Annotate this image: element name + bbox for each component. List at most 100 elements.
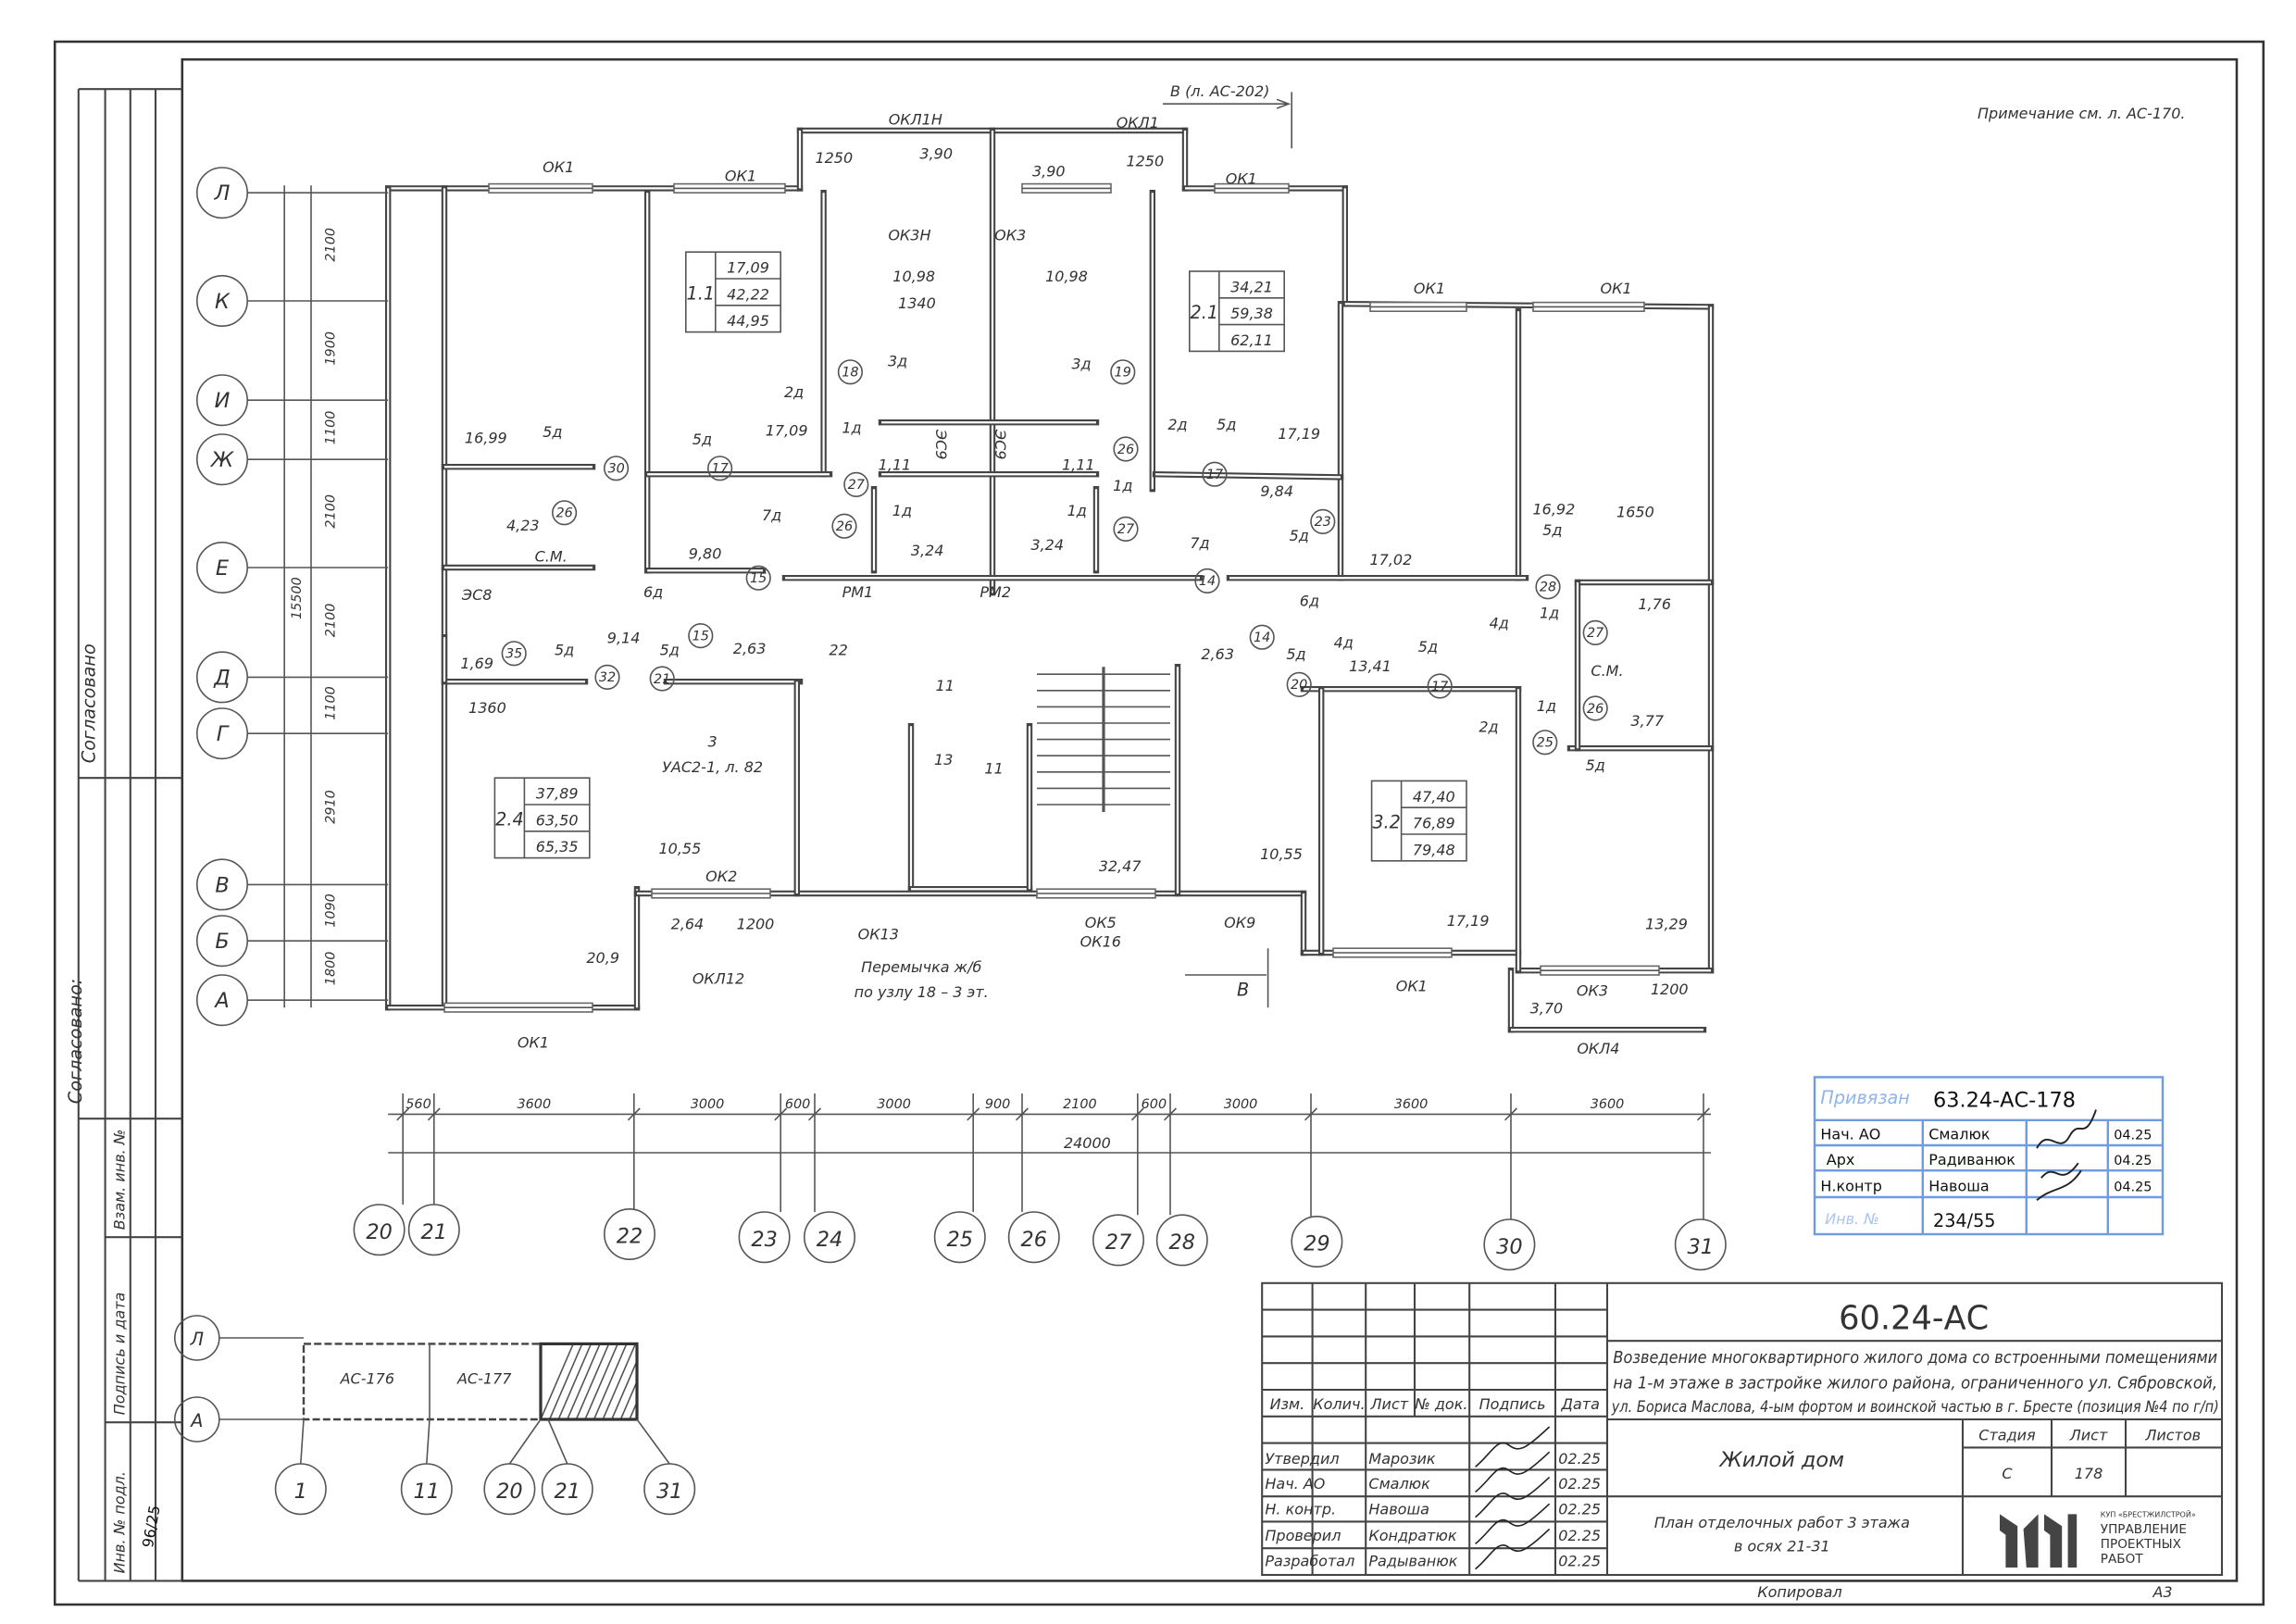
door-mark-label: 26: [1117, 443, 1134, 457]
stamp-name: Навоша: [1928, 1178, 1990, 1195]
org-line: РАБОТ: [2101, 1552, 2144, 1567]
apartment-box: [1370, 780, 1467, 862]
plan-label: 22: [829, 641, 847, 658]
door-mark-circle: [707, 456, 733, 481]
dimension-label: 600: [785, 1097, 810, 1112]
sign-date-label: Подпись и дата: [110, 1293, 128, 1416]
apartment-id: 1.1: [687, 282, 716, 304]
plan-label: 1250: [1126, 152, 1164, 169]
plan-label: 4д: [1490, 615, 1509, 632]
plan-label: 2,63: [733, 640, 767, 657]
door-mark-circle: [1113, 516, 1139, 543]
apartment-id: 2.4: [495, 808, 524, 830]
table-header: Подпись: [1479, 1395, 1546, 1413]
apartment-area: 65,35: [536, 838, 579, 856]
plan-label: 5д: [660, 641, 680, 658]
org-line: УПРАВЛЕНИЕ: [2101, 1522, 2187, 1537]
axis-label: Л: [190, 1329, 204, 1350]
plan-label: 1д: [1537, 697, 1556, 715]
apartment-area: 59,38: [1230, 305, 1273, 322]
plan-label: 1340: [898, 294, 936, 312]
signatory-date: 02.25: [1558, 1500, 1601, 1518]
table-header: № док.: [1414, 1395, 1467, 1413]
stamp-date: 04.25: [2114, 1154, 2152, 1168]
door-mark-circle: [1310, 508, 1336, 535]
apartment-id: 2.1: [1191, 302, 1219, 323]
project-description-line: ул. Бориса Маслова, 4-ым фортом и воинск…: [1611, 1397, 2219, 1416]
dimension-label: 1800: [324, 952, 339, 986]
door-mark-circle: [594, 664, 620, 691]
axis-label: 28: [1169, 1230, 1196, 1255]
plan-label: ОК3: [1577, 981, 1608, 999]
axis-label: 11: [414, 1480, 441, 1504]
plan-label: 1200: [737, 915, 775, 932]
axis-line: [300, 1418, 305, 1465]
plan-label: 7д: [1190, 534, 1209, 552]
plan-label: 17,09: [766, 422, 808, 440]
axis-label: А: [189, 1410, 203, 1431]
section-mark-bottom: В: [1237, 979, 1249, 1000]
signature: [1475, 1451, 1551, 1493]
dimension-tick: [1164, 1107, 1177, 1121]
door-mark-circle: [831, 513, 857, 539]
plan-label: 5д: [543, 423, 562, 441]
apartment-box: [1189, 270, 1285, 353]
plan-label: С.М.: [1591, 662, 1623, 680]
staircase: [1037, 667, 1170, 813]
dimension-label: 2100: [1063, 1097, 1097, 1112]
stamp-inv-label: Инв. №: [1825, 1210, 1879, 1228]
plan-label: 10,98: [892, 268, 935, 285]
door-mark-circle: [1113, 436, 1139, 462]
apartment-area: 37,89: [536, 785, 579, 803]
plan-label: 5д: [693, 431, 712, 448]
axis-bubble: [933, 1211, 986, 1264]
axis-label: 21: [555, 1480, 581, 1504]
plan-label: 5д: [1290, 527, 1309, 544]
axis-label: И: [215, 389, 231, 413]
plan-label: 3,24: [911, 542, 944, 559]
door-mark-label: 35: [505, 647, 522, 662]
dimension-label: 560: [406, 1097, 430, 1112]
dimension-label: 1900: [324, 331, 339, 366]
door-mark-label: 26: [555, 506, 572, 521]
axis-label: 25: [947, 1228, 974, 1252]
door-mark-circle: [688, 623, 714, 649]
axis-label: А: [213, 989, 229, 1013]
wall-core: [1154, 473, 1341, 479]
dimension-total: 15500: [290, 577, 305, 619]
inv-orig-value: 96/25: [139, 1504, 164, 1549]
plan-label: ОК1: [1601, 280, 1632, 297]
doc-code: 60.24-АС: [1839, 1299, 1989, 1337]
plan-label: 16,92: [1532, 500, 1575, 518]
plan-label: 2д: [784, 383, 804, 401]
door-mark-circle: [1427, 673, 1453, 699]
door-mark-circle: [552, 500, 578, 526]
project-description-line: на 1-м этаже в застройке жилого района, …: [1613, 1374, 2217, 1393]
copied-label: Копировал: [1757, 1583, 1841, 1601]
axis-bubble: [738, 1211, 791, 1264]
axis-line: [636, 1418, 670, 1465]
axis-label: 23: [751, 1228, 777, 1252]
plan-label: 7д: [762, 506, 781, 524]
signatory-role: Разработал: [1265, 1552, 1354, 1569]
plan-label: 10,55: [658, 840, 701, 857]
door-mark-label: 28: [1540, 581, 1556, 595]
plan-label: ОК3: [994, 226, 1026, 244]
plan-label: 5д: [1286, 645, 1305, 663]
axis-label: 22: [617, 1225, 643, 1249]
plan-label: 2,63: [1201, 645, 1234, 663]
dimension-label: 1100: [324, 686, 339, 720]
stamp-bound-value: 63.24-АС-178: [1933, 1088, 2076, 1112]
signatory-role: Н. контр.: [1265, 1500, 1336, 1518]
stamp-inv-value: 234/55: [1933, 1210, 1996, 1231]
door-mark-circle: [649, 666, 675, 692]
axis-bubble: [1155, 1214, 1208, 1267]
plan-label: 32,47: [1099, 857, 1142, 875]
apartment-area: 42,22: [727, 285, 769, 303]
door-mark-label: 25: [1537, 736, 1554, 751]
plan-label: 1250: [815, 149, 853, 167]
dimension-tick: [1130, 1107, 1144, 1121]
plan-label: 11: [984, 759, 1003, 777]
door-mark-circle: [1202, 461, 1228, 487]
